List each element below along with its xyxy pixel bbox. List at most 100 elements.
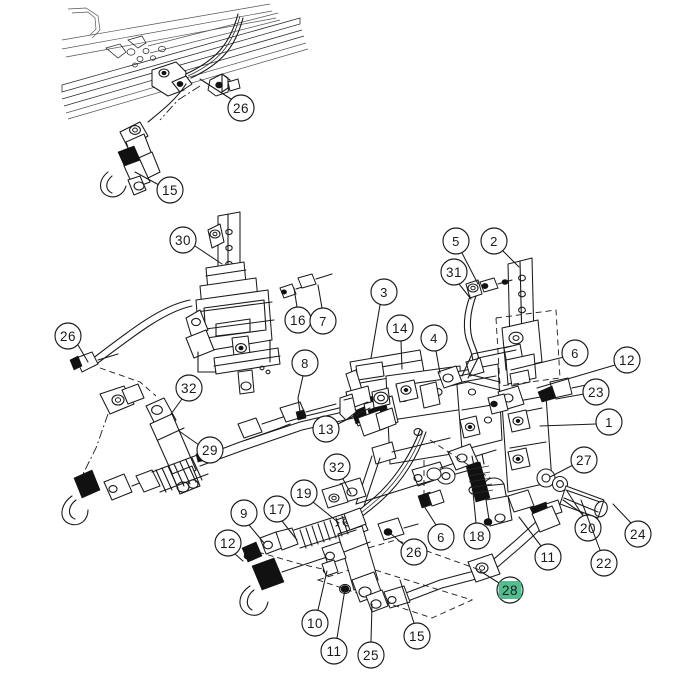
callout-balloon[interactable] (370, 278, 398, 306)
callout-2[interactable]: 2 (480, 227, 520, 268)
callout-15[interactable]: 15 (134, 171, 184, 204)
callout-26[interactable]: 26 (199, 78, 255, 122)
callout-leader-line (337, 407, 371, 425)
callout-balloon[interactable] (54, 322, 82, 350)
callout-leader-line (134, 171, 160, 186)
callout-leader-line (170, 398, 183, 415)
callout-26[interactable]: 26 (54, 322, 89, 363)
callout-balloon[interactable] (420, 324, 448, 352)
callout-balloon[interactable] (263, 495, 291, 523)
callout-balloon[interactable] (582, 378, 610, 406)
callout-balloon[interactable] (357, 641, 385, 669)
callout-28-highlighted[interactable]: 28 (479, 570, 524, 604)
callout-5[interactable]: 5 (442, 227, 479, 285)
callout-balloon[interactable] (227, 94, 255, 122)
callout-balloon[interactable] (156, 176, 184, 204)
callout-balloon[interactable] (595, 408, 623, 436)
callout-11[interactable]: 11 (320, 588, 348, 665)
callout-number: 26 (233, 101, 249, 116)
callout-9[interactable]: 9 (230, 499, 265, 544)
callout-18[interactable]: 18 (463, 491, 491, 550)
callout-balloon[interactable] (301, 609, 329, 637)
callout-number: 9 (240, 506, 248, 521)
callout-balloon[interactable] (323, 453, 351, 481)
callout-balloon[interactable] (230, 499, 258, 527)
callout-balloon[interactable] (403, 622, 431, 650)
callout-balloon[interactable] (309, 307, 337, 335)
callout-leader-line (77, 344, 89, 363)
callout-13[interactable]: 13 (312, 407, 371, 443)
callout-balloon[interactable] (386, 314, 414, 342)
callout-balloon[interactable] (320, 637, 348, 665)
callout-number: 5 (452, 234, 460, 249)
callout-26[interactable]: 26 (389, 532, 428, 566)
callout-balloon[interactable] (169, 226, 197, 254)
callout-1[interactable]: 1 (539, 408, 623, 436)
callout-leader-line (435, 350, 441, 374)
callout-leader-line (555, 393, 585, 400)
callout-balloon[interactable] (442, 227, 470, 255)
callout-leader-line (399, 579, 415, 624)
callout-30[interactable]: 30 (169, 226, 223, 265)
callout-19[interactable]: 19 (290, 479, 340, 524)
callout-14[interactable]: 14 (386, 314, 414, 370)
callout-4[interactable]: 4 (420, 324, 448, 374)
callout-8[interactable]: 8 (291, 349, 319, 399)
callout-balloon[interactable] (214, 529, 242, 557)
callout-22[interactable]: 22 (580, 499, 618, 577)
callout-leader-line (461, 252, 479, 285)
callout-31[interactable]: 31 (440, 258, 472, 300)
callout-17[interactable]: 17 (263, 495, 298, 541)
callout-27[interactable]: 27 (549, 446, 598, 478)
callout-balloon[interactable] (570, 446, 598, 474)
callout-balloon[interactable] (175, 374, 203, 402)
callout-29[interactable]: 29 (178, 430, 224, 464)
callout-balloon[interactable] (624, 520, 652, 548)
callout-7[interactable]: 7 (309, 284, 337, 335)
callout-25[interactable]: 25 (357, 603, 385, 669)
callout-balloon[interactable] (613, 346, 641, 374)
callout-24[interactable]: 24 (612, 503, 652, 548)
callout-23[interactable]: 23 (555, 378, 610, 406)
callout-number: 27 (576, 453, 592, 468)
callout-number: 11 (540, 550, 555, 565)
callout-balloon[interactable] (290, 479, 318, 507)
callout-leader-line (510, 356, 565, 371)
callout-32[interactable]: 32 (170, 374, 203, 415)
callout-15[interactable]: 15 (399, 579, 431, 650)
callout-11[interactable]: 11 (518, 516, 562, 571)
callout-leader-line (317, 284, 323, 309)
callout-12[interactable]: 12 (214, 529, 244, 562)
callout-6[interactable]: 6 (423, 505, 455, 551)
callout-balloon[interactable] (463, 522, 491, 550)
callout-balloon[interactable] (440, 258, 468, 286)
callout-10[interactable]: 10 (301, 570, 329, 637)
callout-number: 8 (301, 356, 309, 371)
callout-balloon[interactable] (534, 543, 562, 571)
callout-leader-line (389, 532, 405, 546)
callout-number: 32 (181, 381, 197, 396)
callout-number: 26 (60, 329, 76, 344)
callout-number: 22 (596, 556, 612, 571)
callout-3[interactable]: 3 (370, 278, 398, 359)
callout-number: 19 (296, 486, 312, 501)
callout-balloon[interactable] (400, 538, 428, 566)
callout-balloon[interactable] (312, 415, 340, 443)
callout-balloon[interactable] (291, 349, 319, 377)
callout-number: 6 (437, 530, 445, 545)
callout-12[interactable]: 12 (536, 346, 641, 389)
callout-balloon[interactable] (561, 339, 589, 367)
callout-balloon[interactable] (196, 436, 224, 464)
callout-balloon[interactable] (427, 523, 455, 551)
callout-balloon[interactable] (590, 549, 618, 577)
callout-balloon[interactable] (480, 227, 508, 255)
callout-6[interactable]: 6 (510, 339, 589, 371)
callout-32[interactable]: 32 (323, 453, 352, 495)
callout-number: 29 (202, 443, 218, 458)
callout-number: 2 (490, 234, 498, 249)
callout-number: 18 (469, 529, 485, 544)
bottom-linkage-group (239, 460, 561, 619)
